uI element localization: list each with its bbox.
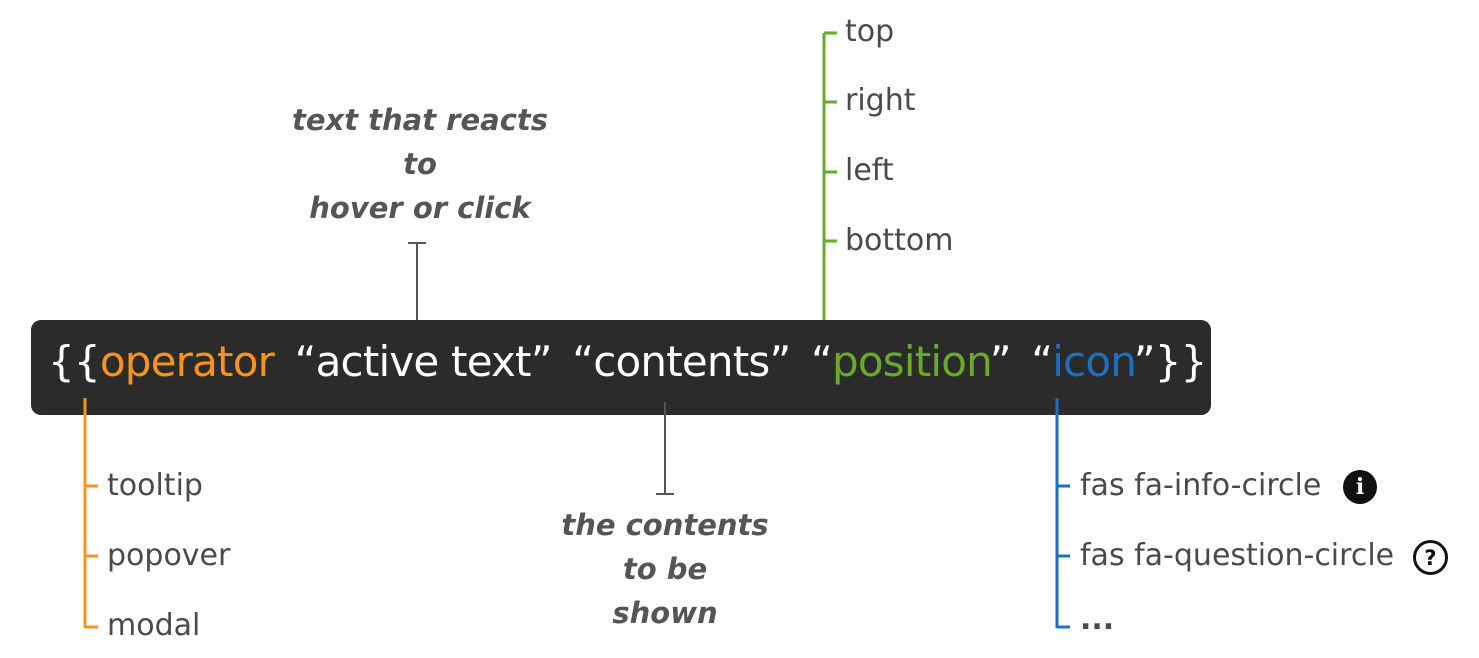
- open-braces: {{: [48, 337, 101, 386]
- position-option-right: right: [845, 83, 916, 118]
- operator-token: operator: [99, 337, 275, 386]
- question-circle-glyph: ?: [1424, 545, 1437, 570]
- operator-bracket: [83, 398, 98, 629]
- active-text-note-line-1: text that reacts: [291, 103, 549, 137]
- active-text-token: active text: [315, 337, 532, 386]
- position-option-left: left: [845, 153, 894, 188]
- active-text-annotation: text that reacts to hover or click: [270, 98, 570, 230]
- contents-close-quote: ”: [769, 337, 792, 386]
- icon-token: icon: [1052, 337, 1134, 386]
- contents-annotation: the contents to be shown: [515, 503, 815, 635]
- operator-option-tooltip: tooltip: [107, 468, 203, 503]
- icon-open-quote: “: [1031, 337, 1053, 386]
- info-circle-glyph: i: [1355, 474, 1365, 500]
- icon-option-more: ...: [1080, 602, 1115, 637]
- position-option-bottom: bottom: [845, 223, 954, 258]
- icon-option-question-circle: fas fa-question-circle: [1080, 538, 1395, 573]
- close-braces: }}: [1154, 337, 1208, 386]
- contents-connector: [656, 402, 674, 495]
- question-circle-icon: ?: [1413, 540, 1448, 575]
- position-token: position: [832, 337, 990, 386]
- contents-token: contents: [593, 337, 770, 386]
- position-open-quote: “: [811, 337, 833, 386]
- operator-option-popover: popover: [107, 538, 231, 573]
- contents-note-line-3: shown: [612, 596, 718, 630]
- position-option-top: top: [845, 14, 895, 49]
- active-text-note-line-3: hover or click: [309, 191, 531, 225]
- contents-note-line-1: the contents: [561, 508, 769, 542]
- syntax-code: {{operator “active text” “contents” “pos…: [48, 341, 1207, 383]
- syntax-bar: [31, 320, 1211, 415]
- active-text-open-quote: “: [294, 337, 317, 386]
- active-text-note-line-2: to: [403, 147, 437, 181]
- operator-option-modal: modal: [107, 608, 201, 643]
- icon-option-info-circle: fas fa-info-circle: [1080, 468, 1322, 503]
- icon-bracket: [1055, 398, 1070, 629]
- contents-note-line-2: to be: [622, 552, 708, 586]
- active-text-close-quote: ”: [530, 337, 553, 386]
- info-circle-icon: i: [1343, 470, 1377, 504]
- icon-close-quote: ”: [1133, 337, 1156, 386]
- contents-open-quote: “: [572, 337, 594, 386]
- position-close-quote: ”: [989, 337, 1012, 386]
- position-bracket: [822, 31, 837, 340]
